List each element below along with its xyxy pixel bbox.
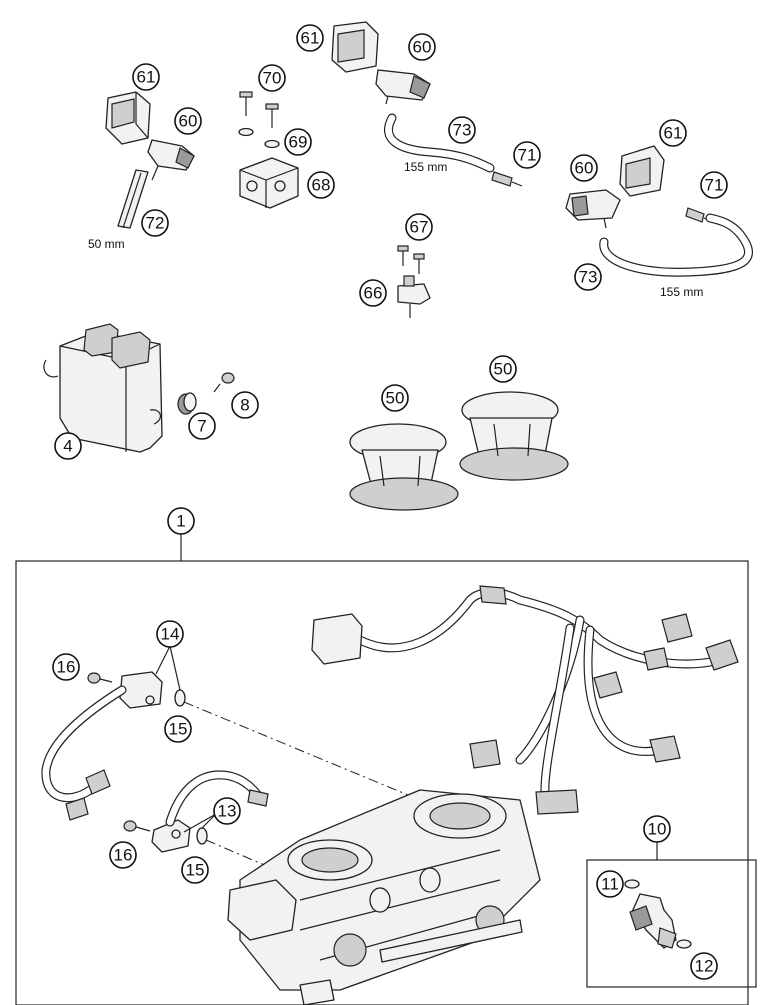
- svg-text:13: 13: [218, 802, 237, 821]
- callout-15: 15: [164, 715, 192, 743]
- part-50-intake-funnel-right: [459, 391, 569, 481]
- part-72-hose-short: [117, 169, 149, 229]
- part-60-pressure-sensor-b: [375, 69, 431, 105]
- svg-text:15: 15: [186, 861, 205, 880]
- svg-text:50: 50: [494, 360, 513, 379]
- svg-text:70: 70: [263, 69, 282, 88]
- alignment-line-a: [183, 701, 421, 801]
- svg-text:15: 15: [169, 720, 188, 739]
- callout-1: 1: [167, 507, 195, 535]
- callout-14: 14: [156, 620, 184, 648]
- callout-4: 4: [54, 432, 82, 460]
- svg-text:72: 72: [146, 214, 165, 233]
- callout-11: 11: [596, 870, 624, 898]
- callout-50: 50: [489, 355, 517, 383]
- callout-66: 66: [359, 279, 387, 307]
- callout-71: 71: [513, 141, 541, 169]
- dim-hose-73-b: 155 mm: [660, 285, 703, 299]
- svg-text:61: 61: [137, 68, 156, 87]
- svg-text:68: 68: [312, 176, 331, 195]
- part-69-washers: [238, 127, 280, 149]
- assembly-10-frame: [586, 859, 757, 988]
- callout-8: 8: [231, 391, 259, 419]
- part-50-intake-funnel-left: [349, 423, 459, 511]
- part-16-screw-b: [123, 820, 151, 832]
- wiring-harness: [311, 585, 739, 815]
- callout-61: 61: [659, 119, 687, 147]
- dim-hose-72: 50 mm: [88, 237, 125, 251]
- part-73-hose-b: [599, 213, 753, 277]
- part-70-screws: [239, 91, 279, 128]
- callout-12: 12: [690, 952, 718, 980]
- callout-50: 50: [381, 384, 409, 412]
- svg-text:7: 7: [197, 417, 206, 436]
- svg-text:14: 14: [161, 625, 180, 644]
- callout-73: 73: [448, 116, 476, 144]
- part-60-pressure-sensor-c: [565, 189, 621, 229]
- part-16-screw-a: [87, 672, 113, 684]
- part-71-nipple-a: [491, 171, 523, 187]
- assembly-1-frame: [15, 560, 749, 1005]
- callout-16: 16: [109, 841, 137, 869]
- part-61-sensor-housing-a: [105, 91, 151, 145]
- dim-hose-73-a: 155 mm: [404, 160, 447, 174]
- part-60-pressure-sensor-a: [147, 139, 195, 181]
- callout-67: 67: [405, 213, 433, 241]
- part-4-ecu: [43, 323, 163, 453]
- svg-text:60: 60: [413, 38, 432, 57]
- part-66-sensor: [397, 275, 431, 318]
- part-14-throttle-sensor: [41, 671, 163, 821]
- svg-text:71: 71: [705, 176, 724, 195]
- part-61-sensor-housing-b: [331, 21, 379, 73]
- svg-text:16: 16: [57, 658, 76, 677]
- svg-text:60: 60: [179, 112, 198, 131]
- svg-text:4: 4: [63, 437, 72, 456]
- part-68-bracket: [239, 157, 299, 209]
- callout-72: 72: [141, 209, 169, 237]
- part-61-sensor-housing-c: [619, 145, 665, 197]
- callout-73: 73: [574, 263, 602, 291]
- part-10-injector: [624, 879, 692, 949]
- svg-text:11: 11: [601, 875, 619, 894]
- callout-61: 61: [132, 63, 160, 91]
- svg-text:67: 67: [410, 218, 429, 237]
- part-73-hose-a: [384, 113, 495, 173]
- svg-text:73: 73: [453, 121, 472, 140]
- callout-60: 60: [570, 154, 598, 182]
- callout-16: 16: [52, 653, 80, 681]
- callout-70: 70: [258, 64, 286, 92]
- svg-text:16: 16: [114, 846, 133, 865]
- callout-68: 68: [307, 171, 335, 199]
- svg-text:8: 8: [240, 396, 249, 415]
- part-67-screws: [397, 245, 425, 274]
- callout-69: 69: [284, 128, 312, 156]
- alignment-line-b: [205, 839, 291, 877]
- callout-15: 15: [181, 856, 209, 884]
- svg-text:50: 50: [386, 389, 405, 408]
- callout-13: 13: [213, 797, 241, 825]
- callout-60: 60: [174, 107, 202, 135]
- callout-61: 61: [296, 24, 324, 52]
- callout-60: 60: [408, 33, 436, 61]
- part-15-o-ring-a: [174, 689, 186, 707]
- svg-text:61: 61: [664, 124, 683, 143]
- svg-text:73: 73: [579, 268, 598, 287]
- svg-text:71: 71: [518, 146, 537, 165]
- svg-text:1: 1: [176, 512, 185, 531]
- part-13-sensor: [151, 770, 269, 853]
- svg-text:66: 66: [364, 284, 383, 303]
- svg-text:12: 12: [695, 957, 714, 976]
- svg-text:10: 10: [648, 820, 667, 839]
- svg-text:60: 60: [575, 159, 594, 178]
- callout-10: 10: [643, 815, 671, 843]
- part-15-o-ring-b: [196, 827, 208, 845]
- svg-text:69: 69: [289, 133, 308, 152]
- callout-7: 7: [188, 412, 216, 440]
- callout-71: 71: [700, 171, 728, 199]
- part-8-screw: [213, 372, 235, 393]
- svg-text:61: 61: [301, 29, 320, 48]
- part-7-grommet: [177, 392, 197, 415]
- throttle-body: [227, 789, 541, 1005]
